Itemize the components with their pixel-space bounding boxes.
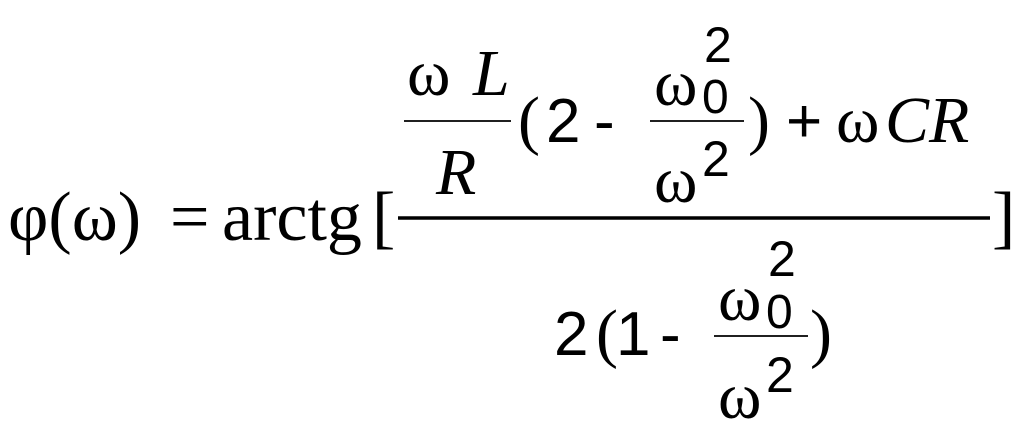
close-bracket: ] <box>992 179 1015 256</box>
numerator-minus: - <box>594 87 615 156</box>
omega0-sub-0-den: 0 <box>766 286 793 339</box>
numerator-paren-close: ) <box>748 84 770 157</box>
denominator-one: 1 <box>616 300 650 369</box>
omega0-sup-2: 2 <box>704 17 732 73</box>
omega0-sup-2-den: 2 <box>768 231 796 287</box>
lhs-phi-omega: φ(ω) <box>8 179 141 256</box>
omega-L-numerator: ω L <box>407 37 510 110</box>
omega0-sub-0: 0 <box>702 71 729 124</box>
omega-term: ω <box>836 84 879 157</box>
numerator-paren-open: ( <box>518 84 540 157</box>
omega-den-sup-2-den: 2 <box>766 347 794 403</box>
numerator-two: 2 <box>546 87 580 156</box>
denominator-paren-close: ) <box>810 297 832 370</box>
arctg-function: arctg <box>222 179 362 256</box>
omega-den-sup-2: 2 <box>702 131 730 187</box>
omega-squared-den-den: ω <box>718 360 761 433</box>
omega-squared-den: ω <box>654 144 697 217</box>
R-denominator: R <box>435 136 476 209</box>
denominator-two: 2 <box>554 300 588 369</box>
omega0-squared-num: ω <box>654 47 697 120</box>
CR-term: CR <box>885 84 969 157</box>
plus-sign: + <box>786 87 822 156</box>
omega0-squared-num-den: ω <box>718 262 761 335</box>
denominator-minus: - <box>660 300 681 369</box>
denominator-paren-open: ( <box>596 297 618 370</box>
open-bracket: [ <box>372 179 395 256</box>
equals-sign: = <box>170 179 209 256</box>
